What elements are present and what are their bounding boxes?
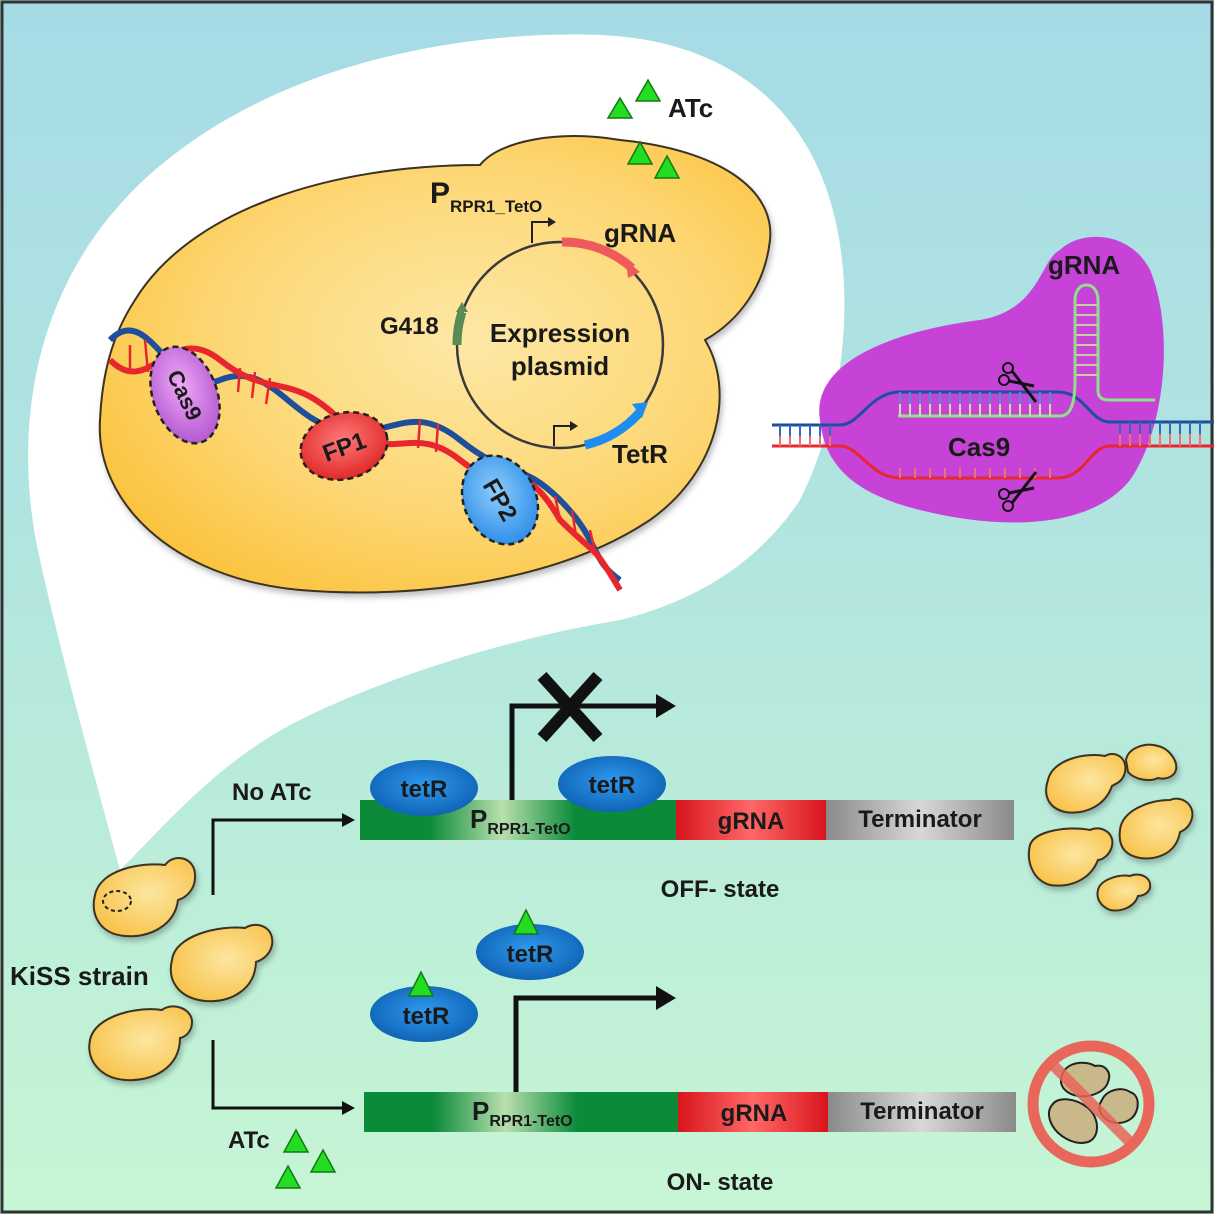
plasmid-g418-arrow-icon (456, 302, 468, 312)
yeast-cell-icon (1096, 873, 1152, 912)
on-promoter-block (364, 1092, 678, 1132)
plasmid-tetr-label: TetR (612, 439, 668, 469)
cas9-complex-grna-label: gRNA (1048, 250, 1120, 280)
plasmid-tetr-segment (583, 408, 644, 450)
on-state-label: ON- state (667, 1169, 774, 1196)
cas9-gene-protein: Cas9 (149, 345, 221, 445)
promoter-arrowhead-icon (570, 421, 578, 431)
scissors-icon (998, 362, 1038, 403)
off-transcription-arrow (509, 703, 660, 800)
off-grna-block (676, 800, 826, 840)
atc-triangle-icon (606, 96, 634, 119)
on-terminator-label: Terminator (860, 1098, 984, 1125)
yeast-cell-icon (92, 856, 197, 938)
yeast-cell-icon (1045, 753, 1127, 814)
plasmid-g418-label: G418 (380, 313, 439, 340)
yeast-cell-icon (1028, 827, 1114, 887)
promoter-arrow-icon (531, 221, 548, 243)
arrowhead-icon (342, 1101, 355, 1115)
dead-cells-prohibited-icon (1027, 1040, 1155, 1168)
no-atc-label: No ATc (232, 779, 312, 806)
atc-triangle-icon (634, 78, 662, 102)
on-tetr-label-1: tetR (507, 941, 554, 968)
on-state-construct (364, 986, 1016, 1132)
prohibition-slash-icon (1048, 1060, 1135, 1147)
off-terminator-label: Terminator (858, 806, 982, 833)
tetr-bound-protein (370, 760, 478, 816)
tetr-bound-protein (558, 756, 666, 812)
tetr-free-protein (476, 924, 584, 980)
off-tetr-label-2: tetR (589, 772, 636, 799)
cas9-protein-shape (819, 236, 1164, 523)
atc-triangle-icon (512, 908, 540, 935)
plasmid-grna-arrow-icon (626, 260, 640, 278)
blocked-x-icon (537, 671, 603, 743)
atc-molecules-top (606, 78, 681, 179)
on-grna-block (678, 1092, 828, 1132)
plasmid-title-line2: plasmid (511, 351, 609, 381)
off-promoter-label: PRPR1-TetO (470, 804, 571, 838)
kiss-strain-label: KiSS strain (10, 961, 149, 991)
fp2-gene-protein: FP2 (460, 454, 540, 546)
on-promoter-label: PRPR1-TetO (472, 1096, 573, 1130)
atc-molecules-bottom (274, 1128, 337, 1189)
arrowhead-icon (656, 694, 676, 718)
dead-yeast-icon (1048, 1098, 1098, 1144)
plasmid-tetr-arrow-icon (632, 402, 648, 418)
off-grna-label: gRNA (718, 808, 785, 835)
atc-triangle-icon (407, 970, 435, 997)
atc-label-bottom: ATc (228, 1127, 270, 1154)
growing-yeast-cells (1028, 743, 1194, 912)
promoter-arrowhead-icon (548, 217, 556, 227)
on-terminator-block (828, 1092, 1016, 1132)
tetr-atc-free (370, 908, 584, 1042)
atc-triangle-icon (282, 1128, 310, 1153)
atc-label-top: ATc (668, 93, 713, 123)
plasmid-title-line1: Expression (490, 318, 630, 348)
atc-triangle-icon (653, 154, 681, 179)
expression-plasmid (452, 217, 665, 450)
tetr-free-protein (370, 986, 478, 1042)
yeast-cell-icon (1118, 797, 1194, 860)
atc-triangle-icon (626, 140, 654, 165)
atc-triangle-icon (309, 1148, 337, 1173)
plasmid-grna-label: gRNA (604, 218, 676, 248)
yeast-cell-icon (88, 1005, 194, 1082)
promoter-arrow-icon (553, 425, 570, 446)
arrowhead-icon (342, 813, 355, 827)
off-state-construct (360, 671, 1014, 840)
arrowhead-icon (656, 986, 676, 1010)
plasmid-promoter-label: PRPR1_TetO (430, 177, 542, 216)
off-state-label: OFF- state (661, 876, 780, 903)
guide-rna (898, 283, 1155, 418)
cas9-complex-protein-label: Cas9 (948, 432, 1010, 462)
on-grna-label: gRNA (721, 1100, 788, 1127)
atc-branch-arrow (211, 1040, 345, 1110)
plasmid-dashed-icon (102, 890, 132, 912)
scissors-icon (998, 471, 1038, 512)
yeast-cell-icon (1124, 743, 1178, 781)
atc-triangle-icon (274, 1164, 302, 1189)
no-atc-branch-arrow (211, 818, 345, 895)
yeast-cell-icon (169, 923, 274, 1003)
plasmid-g418-segment (452, 310, 467, 346)
prohibition-ring-icon (1027, 1040, 1155, 1168)
fp1-gene-protein: FP1 (299, 410, 389, 482)
on-transcription-arrow (513, 995, 660, 1092)
kiss-strain-cells (88, 856, 274, 1082)
cas9-grna-complex (772, 236, 1214, 523)
off-tetr-label-1: tetR (401, 776, 448, 803)
on-tetr-label-2: tetR (403, 1003, 450, 1030)
off-terminator-block (826, 800, 1014, 840)
plasmid-grna-segment (561, 237, 635, 272)
